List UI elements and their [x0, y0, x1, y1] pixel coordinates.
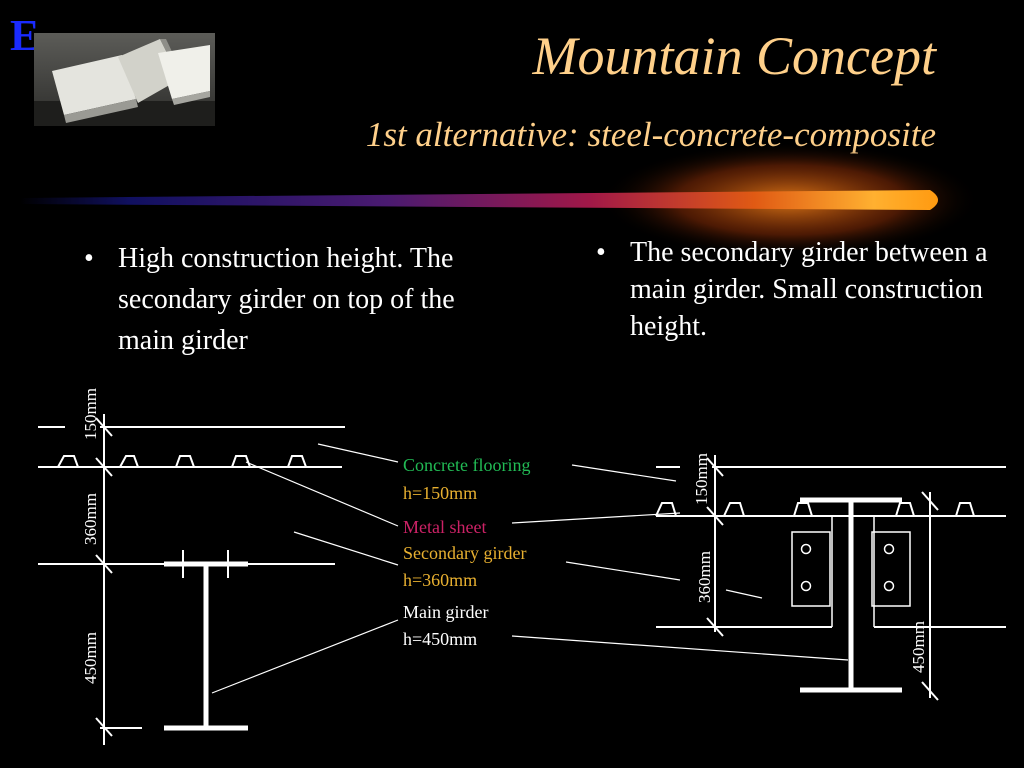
bolt [800, 543, 812, 555]
right-dim-tick [706, 506, 724, 526]
left-dim-tick [95, 457, 113, 477]
dim-450-right: 450mm [909, 621, 928, 673]
label-main-girder: Main girder [403, 602, 488, 622]
leader-secondary-right [565, 561, 681, 581]
leader-concrete-right [571, 464, 677, 482]
right-metal-sheet [655, 502, 975, 517]
leader-secondary-right-2 [725, 589, 763, 599]
label-secondary-height: h=360mm [403, 570, 477, 590]
dim-360-right: 360mm [695, 551, 714, 603]
label-concrete-flooring: Concrete flooring [403, 455, 530, 475]
right-main-dim-tick [921, 681, 939, 701]
label-secondary-girder: Secondary girder [403, 543, 526, 563]
left-dim-tick [95, 417, 113, 437]
dim-450-left: 450mm [81, 632, 100, 684]
leader-metal-left [245, 461, 399, 527]
left-metal-sheet [57, 455, 307, 468]
dim-360-left: 360mm [81, 493, 100, 545]
label-main-height: h=450mm [403, 629, 477, 649]
right-bolt-plate [871, 531, 911, 607]
bolt [883, 543, 895, 555]
label-concrete-height: h=150mm [403, 483, 477, 503]
bolt [883, 580, 895, 592]
dim-150-left: 150mm [81, 388, 100, 440]
leader-main-right [511, 635, 849, 661]
right-dim-tick [706, 457, 724, 477]
dim-150-right: 150mm [692, 453, 711, 505]
leader-secondary-left [293, 531, 399, 566]
right-main-dim-tick [921, 491, 939, 511]
concept-model-photo [34, 33, 215, 126]
title-underline-swoosh [20, 142, 980, 250]
bolt [800, 580, 812, 592]
label-metal-sheet: Metal sheet [403, 517, 486, 537]
right-dim-tick [706, 617, 724, 637]
bullet-left: High construction height. The secondary … [76, 238, 478, 361]
bullet-right: The secondary girder between a main gird… [588, 234, 1020, 345]
right-bolt-plate [791, 531, 831, 607]
slide-title: Mountain Concept [532, 26, 936, 86]
leader-metal-right [511, 512, 681, 524]
leader-concrete-left [317, 443, 399, 463]
leader-main-left [211, 619, 399, 694]
left-dim-tick [95, 554, 113, 574]
